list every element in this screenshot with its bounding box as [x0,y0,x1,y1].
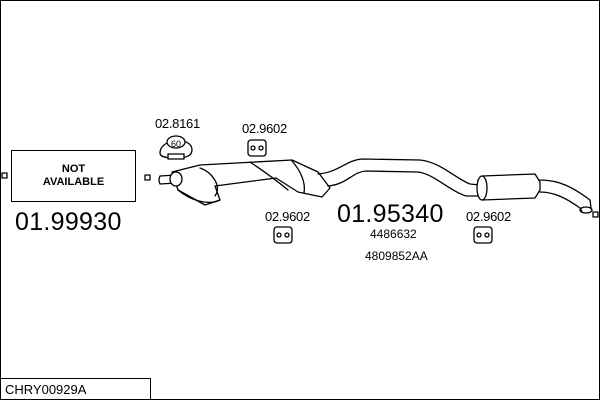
hanger-bottom-part-number: 02.9602 [265,209,310,224]
oe-number-2: 4809852AA [365,249,428,263]
not-available-box: NOT AVAILABLE [11,150,136,202]
clamp-part-number: 02.8161 [155,116,200,131]
hanger-rear-part-number: 02.9602 [466,209,511,224]
tailpipe-connection-marker [592,211,599,218]
oe-number-1: 4486632 [370,227,417,241]
clamp-size-label: 60 [171,139,181,149]
hanger-top-part-number: 02.9602 [242,121,287,136]
not-available-line1: NOT [61,163,86,175]
silencer-assembly [158,158,593,214]
clamp-icon [159,135,193,160]
diagram-code: CHRY00929A [5,382,87,397]
box-connection-marker [144,174,151,181]
hanger-top-icon [247,139,267,157]
silencer-part-number: 01.95340 [337,200,444,228]
not-available-line2: AVAILABLE [42,176,105,188]
front-pipe-part-number: 01.99930 [15,208,122,236]
hanger-bottom-icon [273,226,293,244]
diagram-code-box: CHRY00929A [0,378,151,399]
hanger-rear-icon [473,226,493,244]
left-connection-marker [1,172,8,179]
